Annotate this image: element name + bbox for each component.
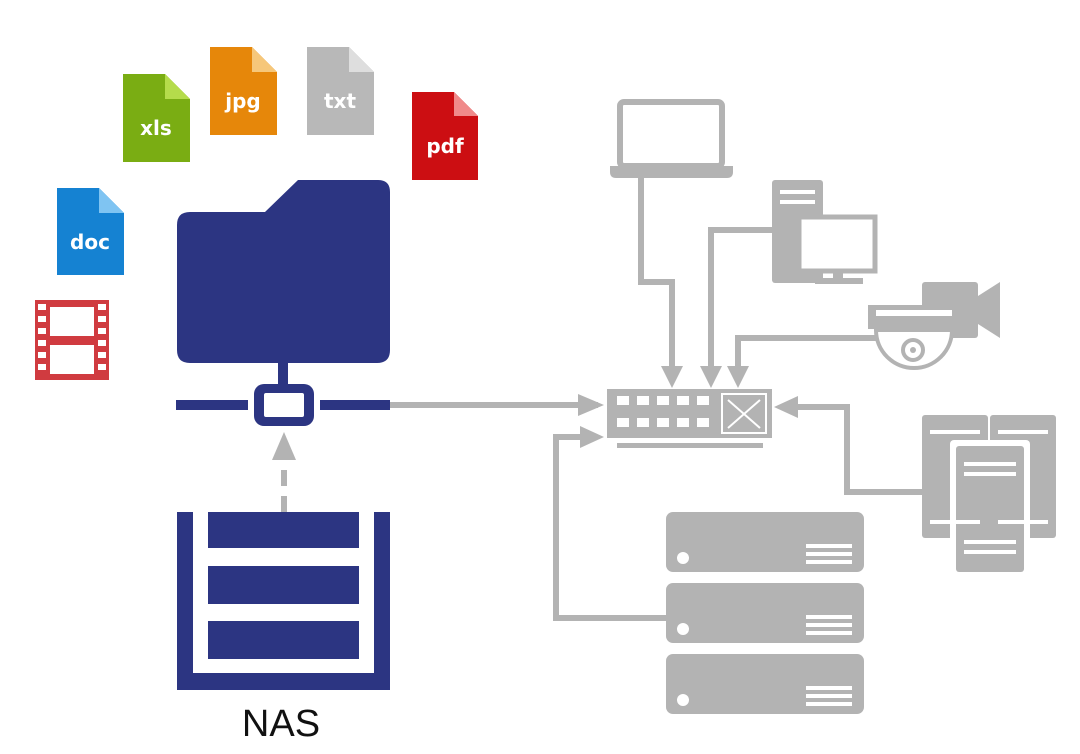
jpg-file-icon: jpg	[210, 47, 277, 135]
xls-file-label: xls	[140, 116, 172, 140]
xls-file-icon: xls	[123, 74, 190, 162]
laptop-icon	[610, 99, 733, 178]
jpg-file-fold	[252, 47, 277, 72]
video-film-icon	[35, 300, 109, 380]
nas-to-network-arrow	[272, 432, 296, 512]
doc-file-icon: doc	[57, 188, 124, 275]
network-switch-icon	[607, 389, 772, 448]
security-camera-icon	[868, 282, 1000, 370]
camera-to-switch-arrow	[727, 335, 876, 388]
xls-file-fold	[165, 74, 190, 99]
nas-storage-icon	[177, 512, 390, 690]
pdf-file-label: pdf	[426, 134, 464, 158]
pdf-file-fold	[454, 92, 478, 116]
doc-file-fold	[99, 188, 124, 213]
tower-servers-icon	[922, 415, 1056, 575]
folder-icon	[177, 180, 390, 363]
laptop-to-switch-arrow	[638, 178, 683, 388]
towers-to-switch-arrow	[774, 396, 922, 495]
desktop-to-switch-arrow	[700, 227, 772, 388]
txt-file-icon: txt	[307, 47, 374, 135]
pdf-file-icon: pdf	[412, 92, 478, 180]
nas-to-switch-arrow	[390, 394, 604, 416]
servers-to-switch-arrow	[553, 426, 666, 621]
txt-file-fold	[349, 47, 374, 72]
nas-label: NAS	[242, 703, 320, 745]
txt-file-label: txt	[324, 89, 356, 113]
server-rack-icon	[666, 512, 864, 714]
desktop-pc-icon	[772, 180, 878, 284]
folder-network-connector	[176, 362, 390, 426]
doc-file-label: doc	[70, 230, 110, 254]
jpg-file-label: jpg	[224, 89, 261, 113]
